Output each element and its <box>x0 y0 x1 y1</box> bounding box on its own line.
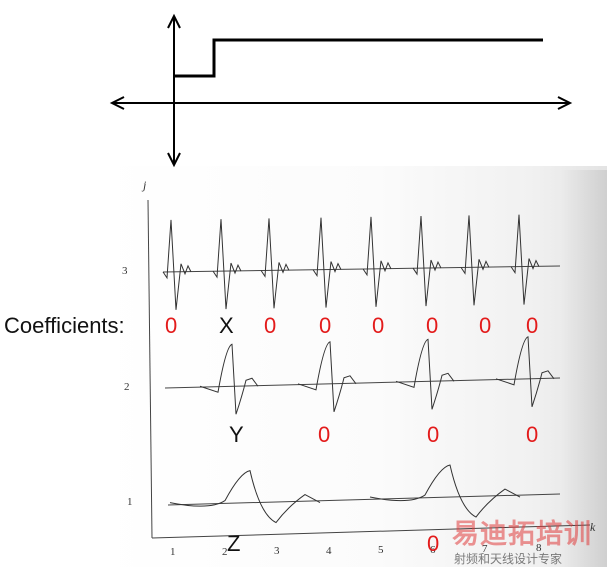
wavelet-row2-1 <box>199 343 259 415</box>
wavelet-row3-5 <box>362 216 392 307</box>
wavelet-k-axis <box>151 524 591 539</box>
j-tick-1: 1 <box>127 496 133 508</box>
coef-row2-3: 0 <box>427 422 440 447</box>
coef-row1-1: Z <box>227 531 241 556</box>
wavelet-row1-2 <box>369 464 521 518</box>
wavelet-traces <box>162 214 555 524</box>
coefficients-label: Coefficients: <box>4 313 125 338</box>
step-x-axis-right-arrow <box>557 96 573 110</box>
wavelet-row3-1 <box>162 219 192 310</box>
coef-row3-5: 0 <box>372 313 385 338</box>
coef-row3-4: 0 <box>319 313 332 338</box>
wavelet-row3-4 <box>312 217 342 308</box>
coef-row1-2: 0 <box>427 531 440 556</box>
coef-row2-1: Y <box>229 422 244 447</box>
wavelet-row3-6 <box>412 216 442 307</box>
coef-row2-2: 0 <box>318 422 331 447</box>
k-tick-3: 3 <box>274 545 280 557</box>
wavelet-j-axis <box>147 199 153 539</box>
j-axis-label: j <box>143 178 147 192</box>
baseline-row-2 <box>164 377 561 389</box>
wavelet-row2-3 <box>395 338 455 410</box>
baseline-row-1 <box>167 493 561 506</box>
k-tick-2: 2 <box>222 546 228 558</box>
coef-row3-2: X <box>219 313 234 338</box>
wavelet-row3-7 <box>460 215 490 306</box>
wavelet-row2-4 <box>495 336 555 407</box>
watermark-subtitle: 射频和天线设计专家 <box>454 552 563 566</box>
k-tick-6: 6 <box>430 544 436 556</box>
wavelet-row2-2 <box>297 341 357 412</box>
k-tick-4: 4 <box>326 545 332 557</box>
k-tick-8: 8 <box>536 542 542 554</box>
watermark-logo: 易迪拓培训 射频和天线设计专家 <box>452 512 607 567</box>
k-tick-1: 1 <box>170 546 176 558</box>
j-tick-2: 2 <box>124 381 130 393</box>
wavelet-row3-3 <box>260 218 290 309</box>
watermark-title: 易迪拓培训 <box>452 519 592 550</box>
coef-row2-4: 0 <box>526 422 539 447</box>
coef-row3-3: 0 <box>264 313 277 338</box>
k-axis-label: k <box>590 520 596 534</box>
step-y-axis-top-arrow <box>167 13 181 29</box>
wavelet-row3-2 <box>212 219 242 310</box>
wavelet-row3-8 <box>510 214 540 305</box>
coef-row3-1: 0 <box>165 313 178 338</box>
k-tick-5: 5 <box>378 544 384 556</box>
step-y-axis-bottom-arrow <box>167 152 181 168</box>
coef-row3-8: 0 <box>526 313 539 338</box>
scan-page-edge <box>560 170 607 567</box>
wavelet-row1-1 <box>169 470 321 524</box>
step-function-line <box>174 38 543 78</box>
k-tick-7: 7 <box>482 543 488 555</box>
baseline-row-3 <box>162 265 561 273</box>
coef-row3-7: 0 <box>479 313 492 338</box>
step-x-axis-left-arrow <box>109 96 125 110</box>
coef-row3-6: 0 <box>426 313 439 338</box>
j-tick-3: 3 <box>122 265 128 277</box>
